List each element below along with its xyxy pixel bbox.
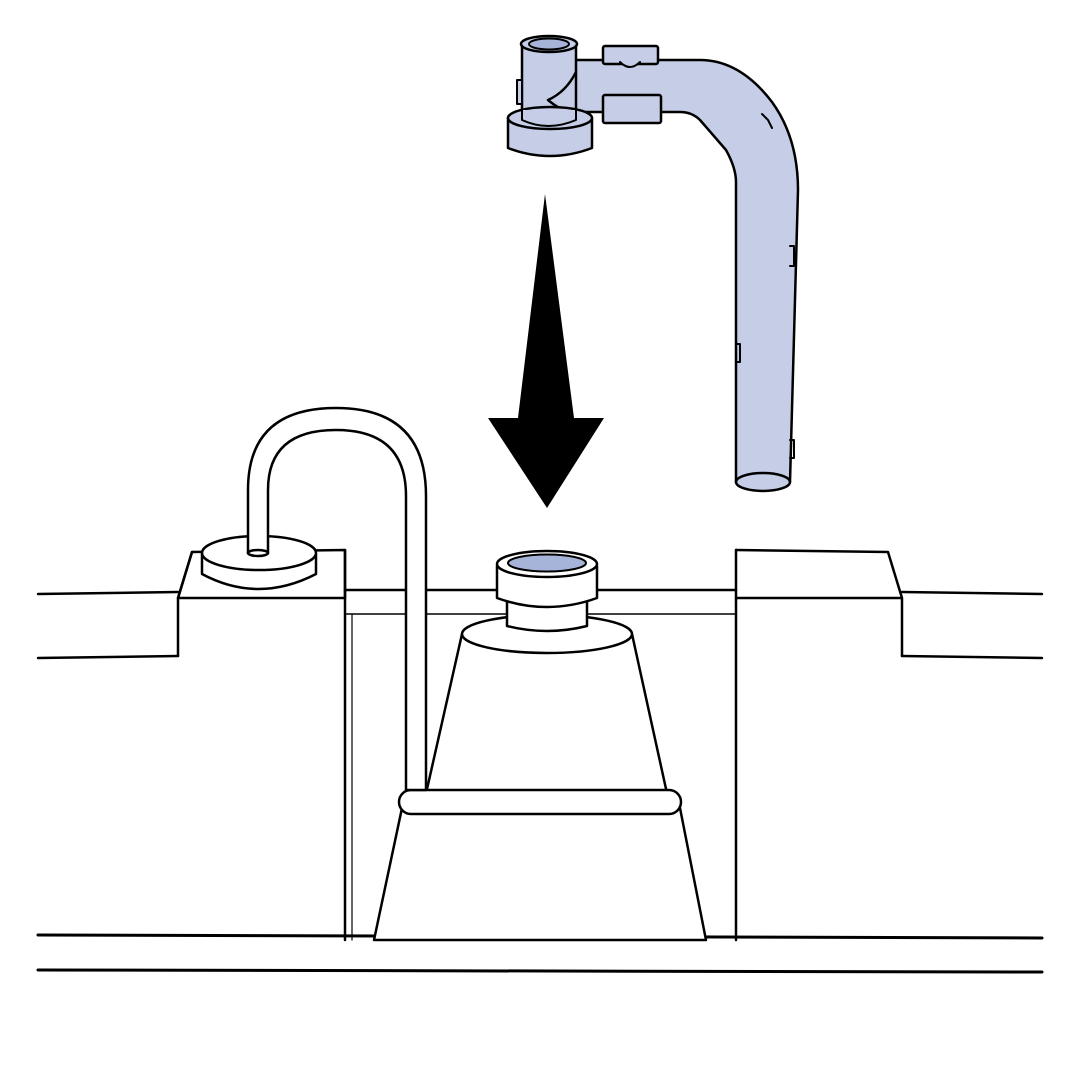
connector-opening — [528, 37, 570, 51]
connector-clip-dome — [619, 61, 641, 68]
housing-lower — [372, 806, 708, 942]
arm-notch-1 — [761, 113, 773, 129]
tube-end — [246, 548, 270, 558]
rail-right-top — [900, 590, 1044, 596]
connector-side — [516, 79, 523, 105]
connector-clip-top — [601, 44, 660, 66]
arm-notch-3 — [735, 343, 741, 363]
rail-left-top — [36, 590, 180, 596]
arm-end — [734, 471, 792, 493]
housing-slot — [397, 788, 683, 816]
tapered-housing — [372, 613, 708, 942]
port-neck — [505, 598, 589, 633]
rail-right-bottom — [900, 654, 1044, 660]
elbow-connector — [506, 34, 800, 493]
connector-arm — [566, 58, 800, 491]
port-opening — [507, 553, 587, 573]
rail-bottom-lower — [36, 968, 1044, 974]
arm-notch-4 — [789, 439, 795, 459]
connector-sleeve — [601, 93, 663, 125]
bent-tube — [200, 406, 428, 792]
arrow-shape — [488, 194, 604, 508]
left-block-edge — [176, 550, 194, 600]
down-arrow-icon — [488, 194, 604, 508]
receiving-port — [495, 549, 599, 633]
housing-upper — [423, 632, 670, 800]
arm-notch-2 — [789, 245, 795, 267]
connector-flange-neck — [521, 109, 577, 127]
tube-body — [246, 406, 428, 792]
right-block — [734, 548, 904, 658]
rail-left-bottom — [36, 654, 180, 660]
